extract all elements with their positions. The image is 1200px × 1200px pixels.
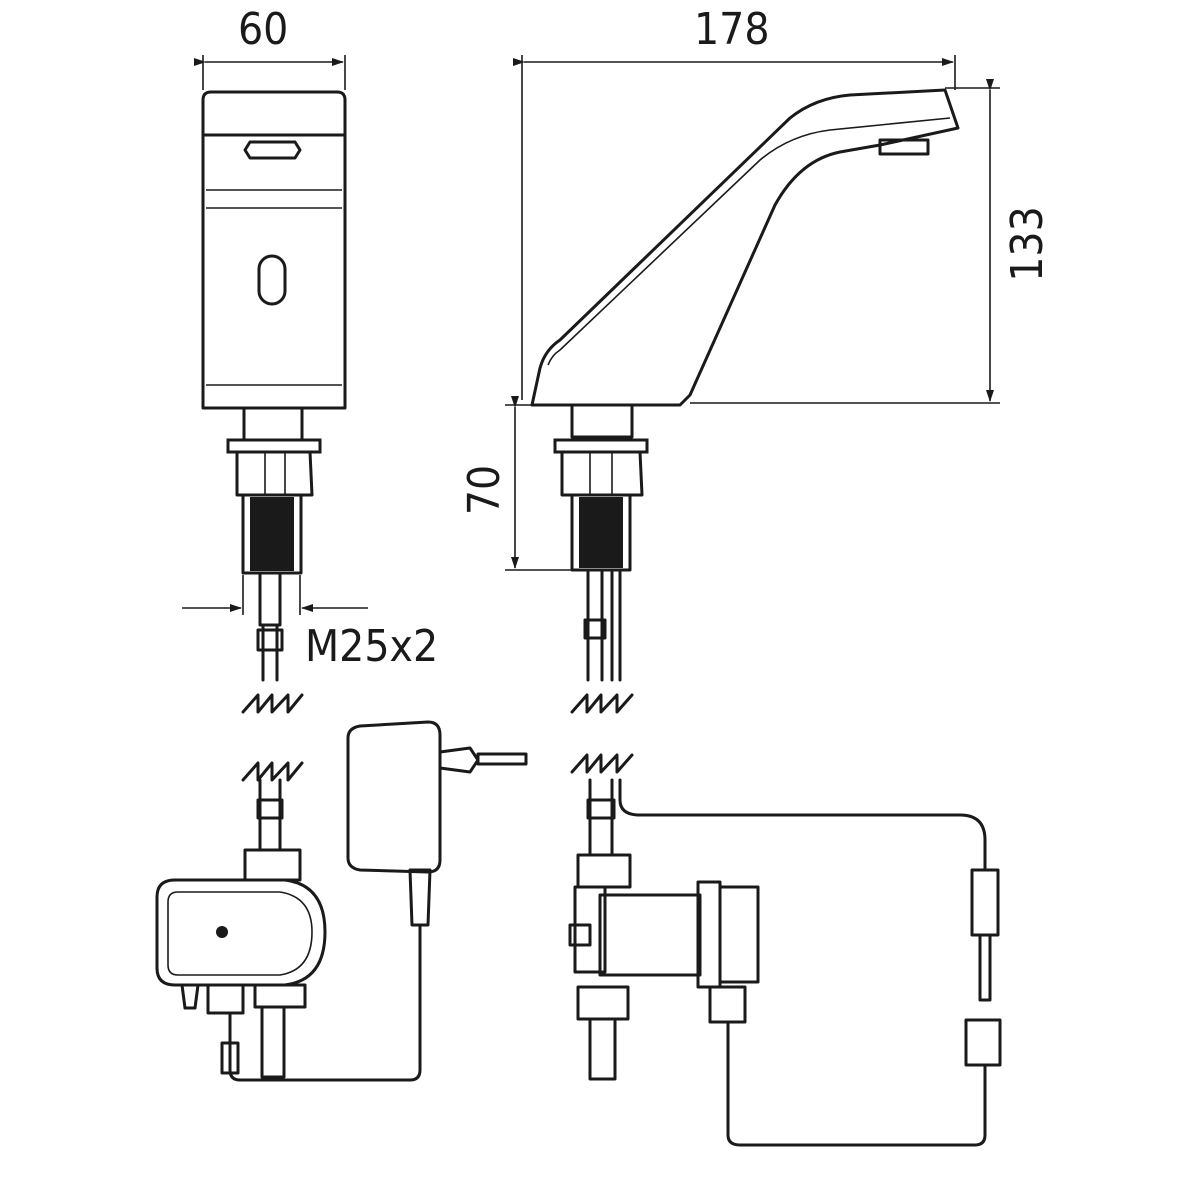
dimension-length-label: 178 [694, 4, 770, 55]
dimension-height-label: 133 [1001, 206, 1053, 282]
sensor-oval-icon [257, 254, 287, 306]
dimension-width-label: 60 [238, 4, 289, 55]
faucet-front-view [201, 90, 347, 782]
thread-size-label: M25x2 [305, 621, 439, 672]
faucet-side-view [530, 88, 960, 774]
sensor-dot-icon [216, 926, 228, 938]
sensor-window-icon [243, 140, 302, 160]
dimension-lines [182, 55, 1000, 615]
dimension-shank-label: 70 [459, 464, 511, 516]
control-box [155, 778, 327, 1079]
solenoid-valve [568, 778, 1002, 1147]
